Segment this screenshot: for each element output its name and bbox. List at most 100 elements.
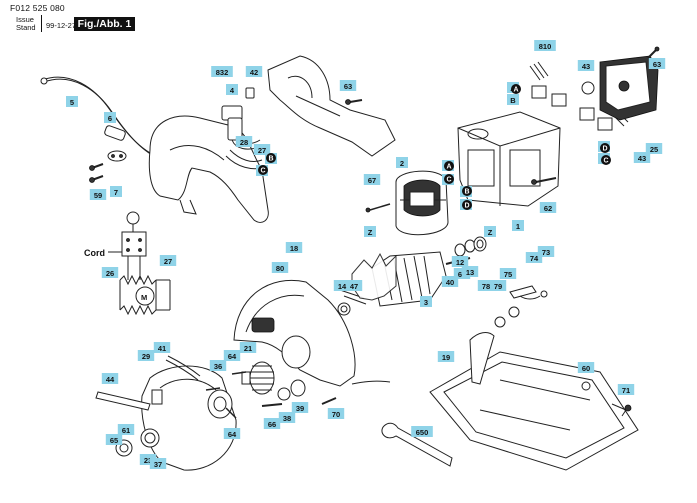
- callout-box: [539, 202, 557, 213]
- callout-box: [327, 408, 345, 419]
- callout-label: B: [510, 96, 516, 105]
- callout-label: 75: [504, 270, 512, 279]
- callout-box: [648, 58, 666, 69]
- callout-box: [271, 262, 289, 273]
- callout-label: 6: [108, 114, 112, 123]
- handle-shell-right: [267, 55, 396, 157]
- letter-tag-circle: [444, 161, 454, 171]
- callout-box: [437, 351, 455, 362]
- callout-box: [339, 80, 357, 91]
- callout-label: 70: [332, 410, 340, 419]
- letter-tag-circle: [462, 186, 472, 196]
- callout-label: 65: [110, 436, 118, 445]
- callout-box: [333, 280, 351, 291]
- letter-tag-circle: [511, 84, 521, 94]
- callout-box: [66, 96, 78, 107]
- callout-label: 19: [442, 353, 450, 362]
- callout-box: [153, 342, 171, 353]
- callout-label: 832: [216, 68, 229, 77]
- handle-shell-left: [148, 115, 269, 223]
- letter-tag-text: A: [446, 164, 451, 171]
- callout-label: 66: [268, 420, 276, 429]
- guard-lever: [95, 391, 151, 411]
- callout-box: [137, 350, 155, 361]
- callout-box: [211, 66, 233, 77]
- callout-label: 59: [94, 191, 102, 200]
- document-code: F012 525 080: [10, 3, 65, 13]
- callout-box: [149, 458, 167, 469]
- callout-label: 38: [283, 414, 291, 423]
- callout-label: 80: [276, 264, 284, 273]
- callout-box: [110, 186, 122, 197]
- callout-label: 18: [290, 244, 298, 253]
- callout-box: [364, 226, 376, 237]
- guard-screws: [205, 371, 247, 419]
- callout-box: [278, 412, 296, 423]
- callout-box: [235, 136, 253, 147]
- callout-label: 42: [250, 68, 258, 77]
- callout-label: 43: [582, 62, 590, 71]
- callout-label: 63: [653, 60, 661, 69]
- callout-box: [345, 280, 363, 291]
- letter-tag-text: C: [603, 158, 608, 165]
- callout-label: Z: [488, 228, 493, 237]
- callout-label: 79: [494, 282, 502, 291]
- callout-box: [104, 112, 116, 123]
- callout-label: 28: [240, 138, 248, 147]
- callout-box: [534, 40, 556, 51]
- callout-label: 44: [106, 375, 115, 384]
- callout-label: 39: [296, 404, 304, 413]
- housing-screw: [531, 177, 557, 185]
- base-plate: [429, 332, 639, 471]
- letter-tag-circle: [600, 143, 610, 153]
- callout-box: [139, 454, 157, 465]
- callout-box: [512, 220, 524, 231]
- callout-box: [263, 418, 281, 429]
- callout-label: 25: [650, 145, 658, 154]
- motor-housing: [457, 111, 561, 207]
- callout-label: 43: [638, 154, 646, 163]
- letter-tag-circle: [266, 153, 276, 163]
- depth-lever-pin: [321, 380, 391, 405]
- callout-box: [577, 60, 595, 71]
- figure-label: Fig./Abb. 1: [74, 17, 135, 31]
- callout-box: [245, 66, 263, 77]
- wrench: [381, 422, 453, 467]
- letter-tag-circle: [601, 155, 611, 165]
- field-screws: [365, 203, 391, 213]
- callout-box: [253, 144, 271, 155]
- callout-label: 1: [516, 222, 520, 231]
- issue-label: Issue: [16, 15, 34, 24]
- callout-box: [285, 242, 303, 253]
- callout-label: 23: [144, 456, 152, 465]
- callout-box: [489, 280, 507, 291]
- callout-box: [484, 226, 496, 237]
- callout-label: 40: [446, 278, 454, 287]
- letter-tag-circle: [444, 174, 454, 184]
- callout-label: 7: [114, 188, 118, 197]
- callout-box: [159, 255, 177, 266]
- callout-label: 14: [338, 282, 347, 291]
- callout-label: 37: [154, 460, 162, 469]
- spring: [245, 87, 255, 99]
- letter-tag-circle: [462, 200, 472, 210]
- end-cap: [599, 55, 659, 121]
- letter-tag-text: B: [464, 189, 469, 196]
- end-cap-screw: [647, 46, 660, 59]
- callout-box: [239, 342, 257, 353]
- cord-label: Cord: [84, 248, 105, 258]
- callout-box: [209, 360, 227, 371]
- callout-label: 60: [582, 364, 590, 373]
- callout-box: [477, 280, 495, 291]
- brake-parts: [494, 285, 548, 328]
- callout-box: [441, 276, 459, 287]
- callout-box: [223, 350, 241, 361]
- callout-box: [617, 384, 635, 395]
- callout-label: 61: [122, 426, 130, 435]
- callout-label: 21: [244, 344, 252, 353]
- motor-symbol: M: [141, 293, 147, 302]
- callout-box: [451, 256, 469, 267]
- callout-box: [420, 296, 432, 307]
